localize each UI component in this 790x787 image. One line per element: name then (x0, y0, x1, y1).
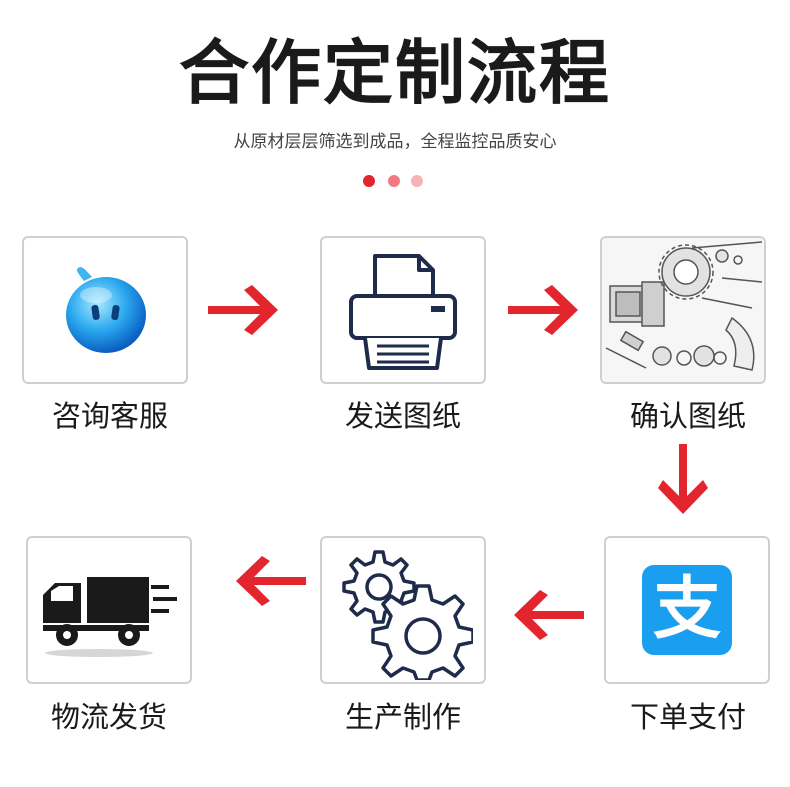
step-send-drawing-box (320, 236, 486, 384)
gears-icon (342, 550, 473, 680)
step-production-label: 生产制作 (344, 700, 461, 734)
arrow-down-icon (658, 444, 708, 514)
step-production-box (320, 536, 486, 684)
pagination-dot-3 (411, 175, 423, 187)
step-confirm-drawing-box (600, 236, 766, 384)
delivery-truck-icon (43, 577, 177, 657)
pagination-dot-2 (388, 175, 400, 187)
arrow-right-icon (208, 285, 278, 335)
step-shipping-label: 物流发货 (50, 700, 167, 734)
arrow-right-icon (508, 285, 578, 335)
step-consult-label: 咨询客服 (51, 399, 168, 433)
alipay-icon: 支 (642, 565, 732, 655)
step-confirm-drawing-label: 确认图纸 (629, 399, 746, 433)
arrow-left-icon (236, 556, 306, 606)
step-send-drawing-label: 发送图纸 (344, 399, 461, 433)
engineering-drawing-icon (602, 238, 764, 382)
step-payment-label: 下单支付 (629, 700, 746, 734)
page-title: 合作定制流程 (179, 32, 611, 114)
step-consult-box (22, 236, 188, 384)
alipay-glyph: 支 (652, 570, 721, 649)
printer-icon (349, 254, 457, 370)
arrow-left-icon (514, 590, 584, 640)
page-subtitle: 从原材层层筛选到成品，全程监控品质安心 (233, 132, 557, 152)
pagination-dot-1 (363, 175, 375, 187)
step-payment-box: 支 (604, 536, 770, 684)
chat-bubble-icon (66, 267, 146, 353)
step-shipping-box (26, 536, 192, 684)
